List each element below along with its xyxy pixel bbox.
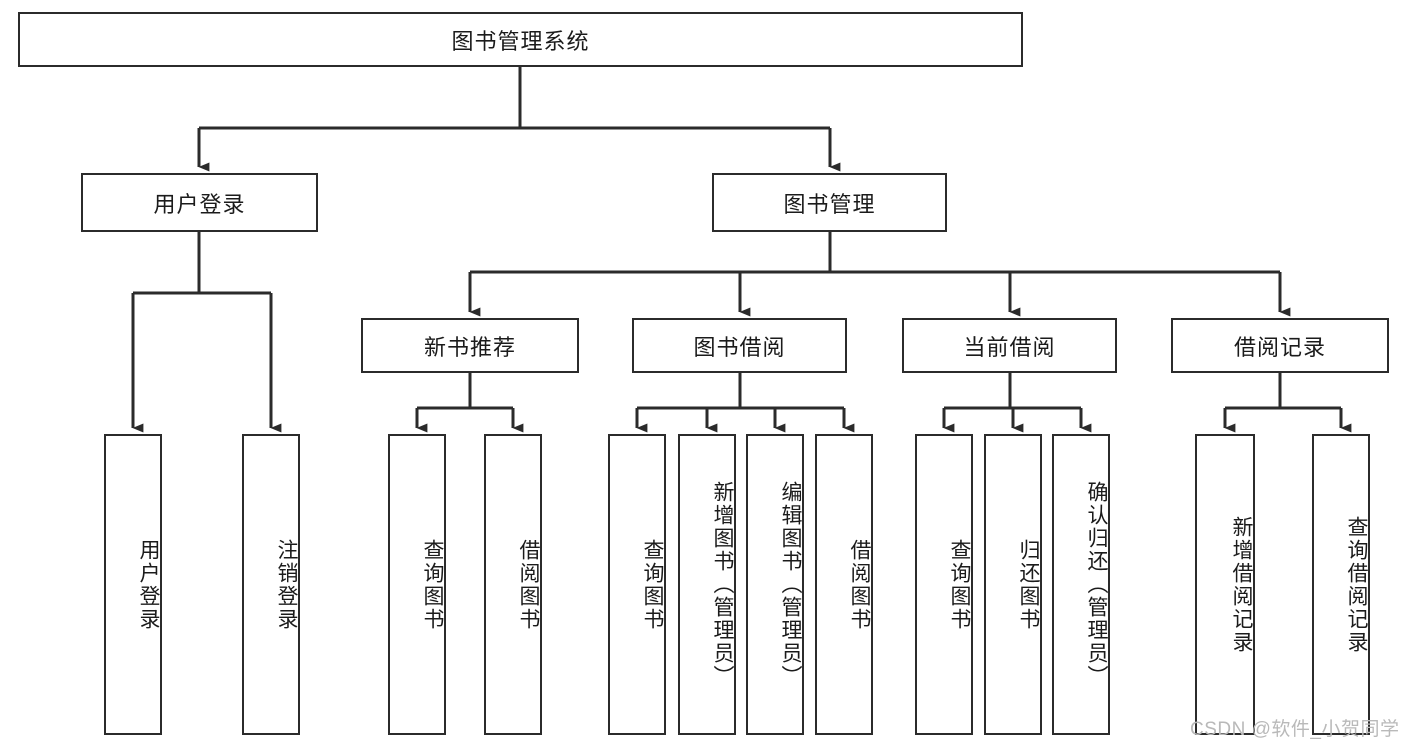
node-leaf-logout[interactable]: 注销登录 [242, 434, 300, 735]
node-book-borrow-label: 图书借阅 [693, 334, 786, 360]
node-leaf-return-book[interactable]: 归还图书 [984, 434, 1042, 735]
node-leaf-query-book-3-label: 查询图书 [948, 538, 971, 631]
node-leaf-confirm-return-label: 确认归还（管理员） [1085, 481, 1108, 688]
node-leaf-borrow-book-1[interactable]: 借阅图书 [484, 434, 542, 735]
node-leaf-query-book-2-label: 查询图书 [641, 538, 664, 631]
node-leaf-query-book-2[interactable]: 查询图书 [608, 434, 666, 735]
node-leaf-add-record[interactable]: 新增借阅记录 [1195, 434, 1255, 735]
node-leaf-query-record-label: 查询借阅记录 [1345, 515, 1368, 654]
node-leaf-query-book-3[interactable]: 查询图书 [915, 434, 973, 735]
node-leaf-confirm-return[interactable]: 确认归还（管理员） [1052, 434, 1110, 735]
node-current-borrow[interactable]: 当前借阅 [902, 318, 1117, 373]
node-leaf-edit-book[interactable]: 编辑图书（管理员） [746, 434, 804, 735]
node-leaf-add-book[interactable]: 新增图书（管理员） [678, 434, 736, 735]
node-leaf-query-book-1-label: 查询图书 [421, 538, 444, 631]
node-user-login[interactable]: 用户登录 [81, 173, 318, 232]
node-book-borrow[interactable]: 图书借阅 [632, 318, 847, 373]
node-leaf-borrow-book-2[interactable]: 借阅图书 [815, 434, 873, 735]
node-borrow-record[interactable]: 借阅记录 [1171, 318, 1389, 373]
node-borrow-record-label: 借阅记录 [1233, 334, 1326, 360]
node-leaf-borrow-book-1-label: 借阅图书 [517, 538, 540, 631]
node-new-book-recommend-label: 新书推荐 [423, 334, 516, 360]
node-book-manage[interactable]: 图书管理 [712, 173, 947, 232]
node-leaf-query-book-1[interactable]: 查询图书 [388, 434, 446, 735]
node-user-login-label: 用户登录 [153, 191, 246, 217]
node-leaf-add-book-label: 新增图书（管理员） [711, 481, 734, 688]
node-leaf-add-record-label: 新增借阅记录 [1230, 515, 1253, 654]
node-leaf-return-book-label: 归还图书 [1017, 538, 1040, 631]
node-leaf-user-login-label: 用户登录 [137, 538, 160, 631]
node-leaf-borrow-book-2-label: 借阅图书 [848, 538, 871, 631]
node-book-manage-label: 图书管理 [783, 191, 876, 217]
node-leaf-user-login[interactable]: 用户登录 [104, 434, 162, 735]
csdn-watermark: CSDN @软件_小贺同学 [1190, 719, 1400, 740]
node-leaf-logout-label: 注销登录 [275, 538, 298, 631]
node-leaf-edit-book-label: 编辑图书（管理员） [779, 481, 802, 688]
node-root-label: 图书管理系统 [451, 28, 590, 54]
node-leaf-query-record[interactable]: 查询借阅记录 [1312, 434, 1370, 735]
node-current-borrow-label: 当前借阅 [963, 334, 1056, 360]
node-new-book-recommend[interactable]: 新书推荐 [361, 318, 579, 373]
node-root[interactable]: 图书管理系统 [18, 12, 1023, 67]
